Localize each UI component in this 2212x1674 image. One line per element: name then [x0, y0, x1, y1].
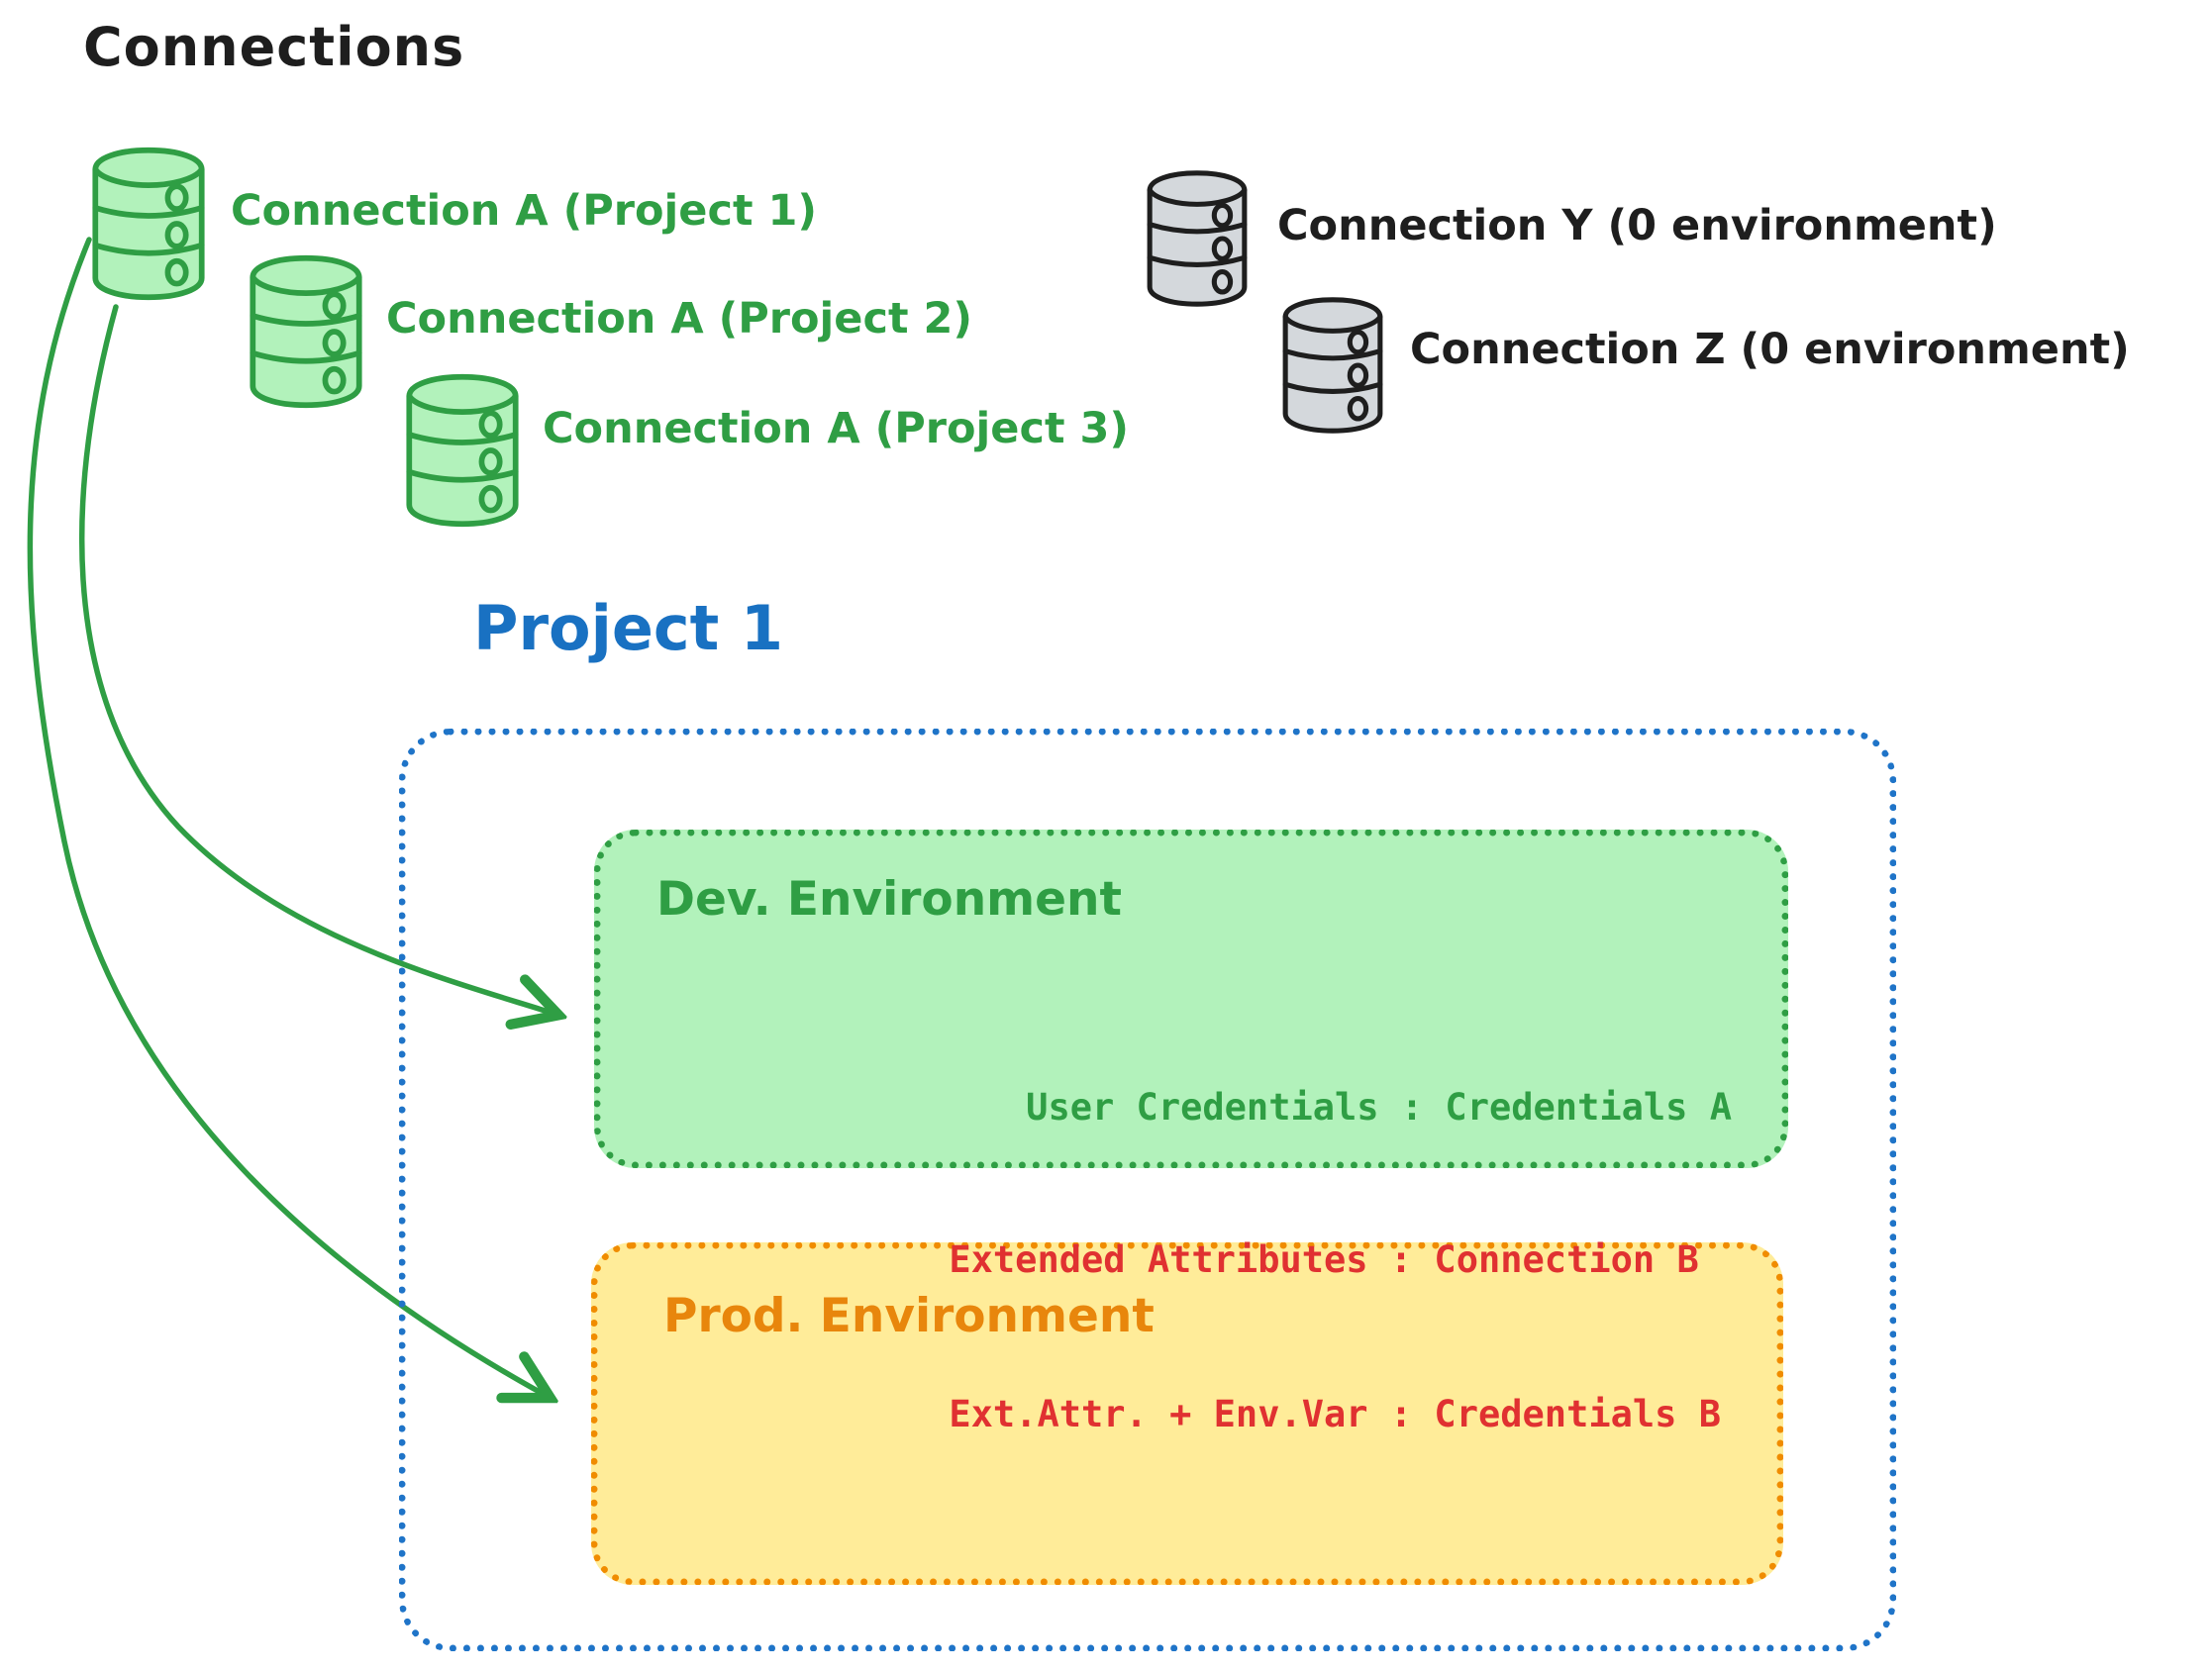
database-icon-connection-a1: [85, 145, 212, 303]
database-icon-connection-a3: [399, 371, 526, 530]
prod-environment-box: Prod. Environment Extended Attributes : …: [591, 1238, 1783, 1585]
connection-a-project-3-label: Connection A (Project 3): [543, 404, 1130, 453]
connection-a-project-1-label: Connection A (Project 1): [231, 186, 818, 236]
prod-credentials-line-1: Extended Attributes : Connection B: [949, 1238, 1699, 1282]
prod-environment-credentials: Extended Attributes : Connection B Ext.A…: [949, 1132, 1721, 1542]
prod-environment-title: Prod. Environment: [663, 1289, 1155, 1343]
dev-environment-credentials: User Credentials : Credentials A: [1026, 1086, 1732, 1130]
project-1-title: Project 1: [473, 592, 784, 664]
page-title: Connections: [83, 16, 465, 78]
prod-credentials-line-2: Ext.Attr. + Env.Var : Credentials B: [949, 1392, 1721, 1435]
database-icon-connection-a2: [243, 252, 369, 411]
project-1-container: Dev. Environment User Credentials : Cred…: [399, 729, 1896, 1651]
dev-environment-title: Dev. Environment: [656, 872, 1122, 927]
database-icon-connection-y: [1142, 163, 1253, 314]
connection-z-label: Connection Z (0 environment): [1410, 325, 2130, 374]
dev-environment-box: Dev. Environment User Credentials : Cred…: [594, 830, 1788, 1168]
database-icon-connection-z: [1277, 290, 1388, 441]
connection-a-project-2-label: Connection A (Project 2): [386, 294, 973, 344]
connection-y-label: Connection Y (0 environment): [1277, 201, 1997, 250]
